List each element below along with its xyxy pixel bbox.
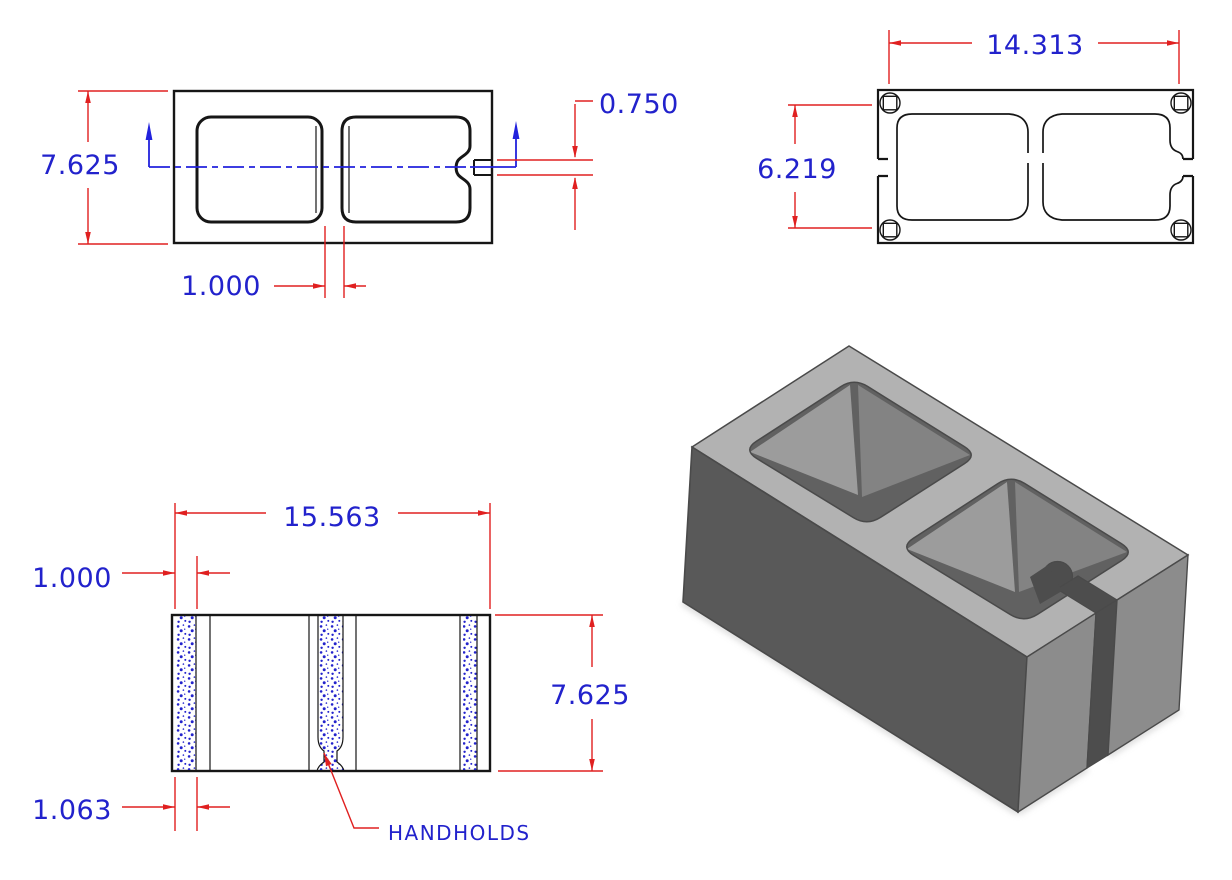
up-arrow-icon xyxy=(145,122,153,140)
bottom-view: 14.313 6.219 xyxy=(757,30,1195,245)
dim-slot: 0.750 xyxy=(599,89,679,120)
length-extension-lines xyxy=(174,503,491,609)
keyhole-slot xyxy=(1030,560,1119,614)
handholds-label: HANDHOLDS xyxy=(388,821,531,845)
right-arrow-icon xyxy=(1167,40,1179,46)
leader-arrow-icon xyxy=(324,753,332,767)
left-arrow-icon xyxy=(344,283,356,289)
handhold-band-right xyxy=(463,616,477,770)
top-view-geometry xyxy=(172,89,494,245)
dim-depth: 7.625 xyxy=(40,150,120,181)
depth-extension-lines xyxy=(788,104,872,229)
right-arrow-icon xyxy=(478,510,490,516)
left-arrow-icon xyxy=(889,40,901,46)
side-view-dimension-texts: 15.563 1.000 1.063 7.625 HANDHOLDS xyxy=(32,502,630,845)
centerline xyxy=(148,139,517,168)
up-arrow-icon xyxy=(572,177,578,189)
right-arrow-icon xyxy=(163,570,175,576)
middle-band-left-edge xyxy=(316,615,325,772)
top-view-dimension-arrows xyxy=(85,91,578,289)
up-arrow-icon xyxy=(589,615,595,627)
pin-circle xyxy=(1170,92,1192,114)
block-fill xyxy=(878,90,1193,243)
dim-pin-length: 14.313 xyxy=(986,30,1083,61)
slot-extension-lines xyxy=(497,159,593,176)
top-view-dimension-texts: 7.625 1.000 0.750 xyxy=(40,89,679,302)
left-arrow-icon xyxy=(197,570,209,576)
dim-shell-lower: 1.063 xyxy=(32,795,112,826)
dim-pin-depth: 6.219 xyxy=(757,154,837,185)
pin-circle xyxy=(1170,219,1192,241)
bottom-view-dimension-arrows xyxy=(792,40,1179,228)
depth-extension-lines xyxy=(78,90,168,245)
bottom-view-dimension-lines xyxy=(788,30,1180,229)
top-view: 7.625 1.000 0.750 xyxy=(40,89,679,302)
pin-square xyxy=(882,95,898,111)
bottom-view-dimension-texts: 14.313 6.219 xyxy=(757,30,1083,185)
left-arrow-icon xyxy=(197,804,209,810)
dim-height: 7.625 xyxy=(550,680,630,711)
corner-pins xyxy=(879,92,1192,241)
right-arrow-icon xyxy=(313,283,325,289)
isometric-view xyxy=(680,345,1190,816)
handholds-leader-line xyxy=(323,752,379,829)
cell-taper-lines xyxy=(315,126,350,213)
right-cell xyxy=(340,115,472,224)
taper-lines xyxy=(195,615,478,771)
up-arrow-icon xyxy=(85,91,91,103)
centerline-arrows xyxy=(145,121,520,140)
handhold-bands xyxy=(176,616,477,770)
cell2-far-wall xyxy=(907,482,1015,592)
left-arrow-icon xyxy=(175,510,187,516)
slot-dimension-line xyxy=(574,100,593,230)
side-view: 15.563 1.000 1.063 7.625 HANDHOLDS xyxy=(32,502,630,845)
down-arrow-icon xyxy=(589,759,595,771)
middle-band-right-edge xyxy=(336,615,345,772)
end-face-sliver xyxy=(1107,553,1189,757)
left-cell xyxy=(896,113,1029,221)
side-view-dimension-arrows xyxy=(163,510,595,810)
dim-shell-upper: 1.000 xyxy=(32,563,112,594)
dim-web: 1.000 xyxy=(181,271,261,302)
dim-length: 15.563 xyxy=(283,502,380,533)
block-outline xyxy=(172,89,494,245)
length-extension-lines xyxy=(888,30,1180,84)
handhold-band-middle xyxy=(317,616,344,770)
pin-circle xyxy=(879,92,901,114)
pin-square xyxy=(1173,222,1189,238)
down-arrow-icon xyxy=(792,216,798,228)
block-outline xyxy=(876,88,1195,245)
down-arrow-icon xyxy=(572,146,578,158)
cell2-back-wall xyxy=(1015,482,1127,592)
left-cell xyxy=(195,115,324,224)
shell-lower-extension-lines xyxy=(174,777,198,831)
pin-square xyxy=(882,222,898,238)
cell1-far-wall xyxy=(750,385,858,495)
cell1-back-wall xyxy=(858,385,970,497)
right-arrow-icon xyxy=(163,804,175,810)
up-arrow-icon xyxy=(512,121,520,139)
slot-cell-junction xyxy=(1030,565,1062,604)
right-cell xyxy=(1042,113,1184,221)
side-view-lines xyxy=(195,615,478,772)
down-arrow-icon xyxy=(85,232,91,244)
handhold-band-left xyxy=(176,616,196,770)
bottom-view-geometry xyxy=(876,88,1195,245)
up-arrow-icon xyxy=(792,105,798,117)
pin-circle xyxy=(879,219,901,241)
height-extension-lines xyxy=(495,614,603,772)
pin-square xyxy=(1173,95,1189,111)
